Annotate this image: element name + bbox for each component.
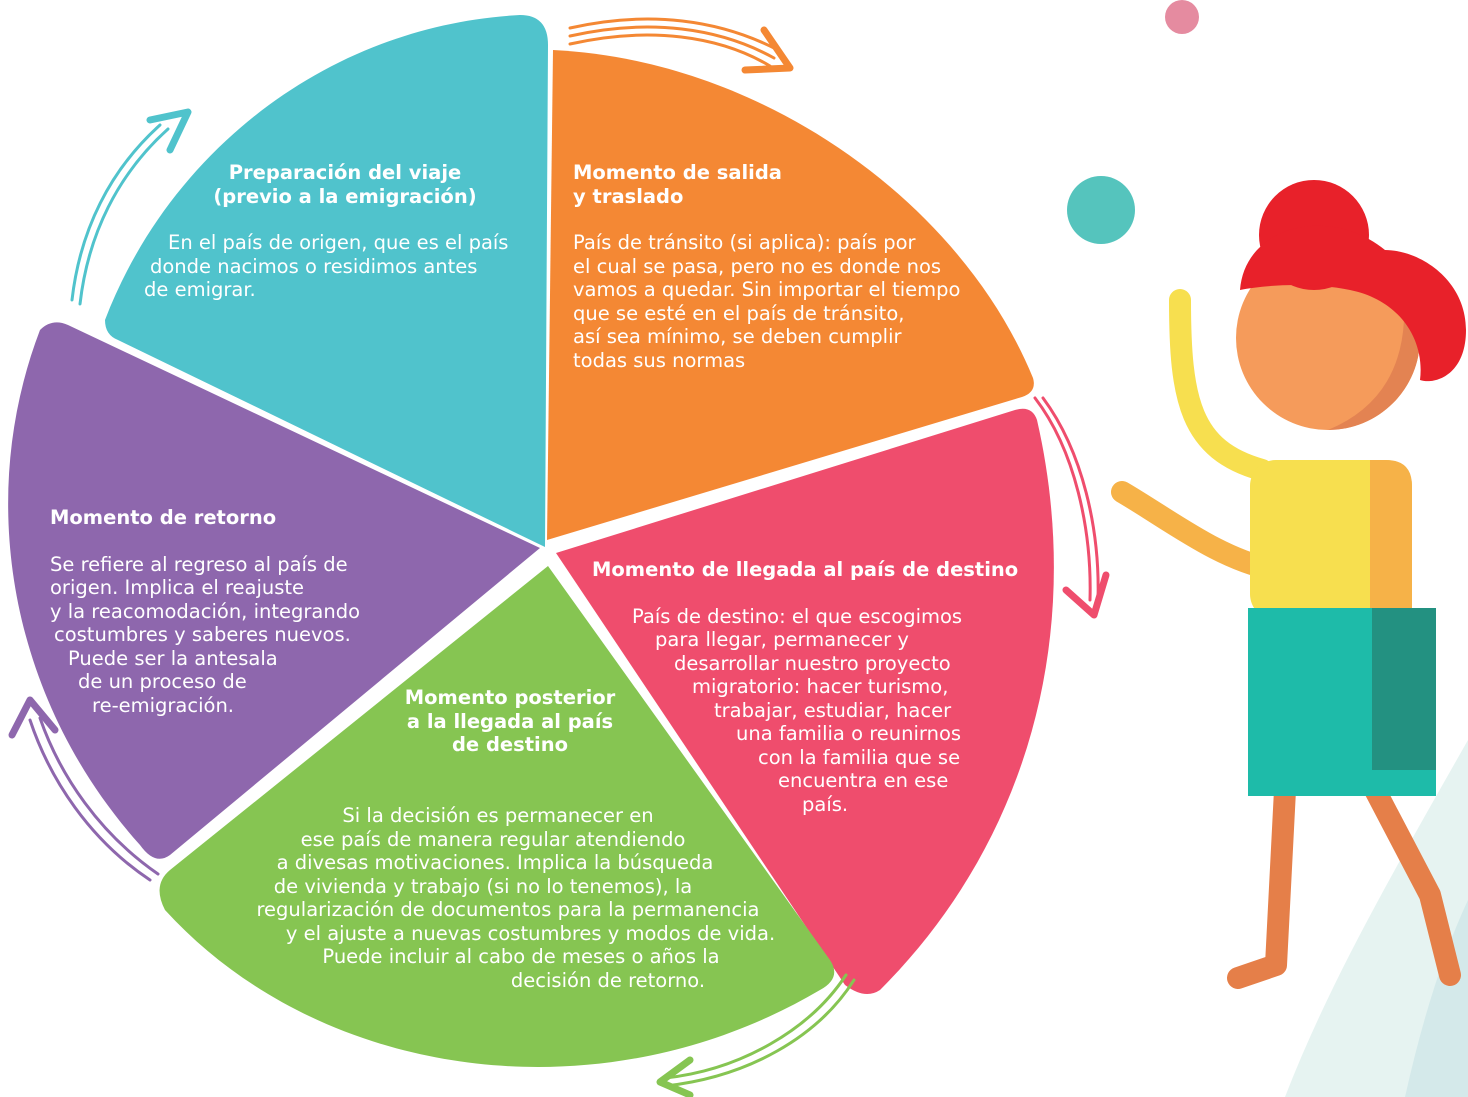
title-line: (previo a la emigración) — [213, 184, 477, 208]
body-line: País de destino: el que escogimos — [632, 604, 963, 628]
segment-return — [8, 322, 540, 859]
body-line: ese país de manera regular atendiendo — [300, 827, 686, 851]
body-line: Puede ser la antesala — [68, 646, 278, 670]
title-line: y traslado — [573, 184, 684, 208]
title-line: Momento de retorno — [50, 506, 277, 529]
right-leg — [1364, 779, 1461, 986]
body-line: regularización de documentos para la per… — [256, 898, 760, 921]
stage-preparation: Preparación del viaje (previo a la emigr… — [144, 161, 540, 302]
body-line: origen. Implica el reajuste — [50, 576, 305, 599]
arrow-preparation-icon — [70, 108, 192, 306]
body-line: re-emigración. — [92, 693, 235, 717]
body-line: Si la decisión es permanecer en — [342, 804, 654, 827]
body-line: migratorio: hacer turismo, — [692, 675, 949, 698]
stage-post-arrival-title: Momento posterior a la llegada al país d… — [390, 686, 630, 757]
body-line: de emigrar. — [144, 278, 256, 301]
body-line: Se refiere al regreso al país de — [50, 552, 348, 576]
stage-arrival: Momento de llegada al país de destino Pa… — [592, 558, 1037, 816]
stage-arrival-title: Momento de llegada al país de destino — [592, 558, 1037, 582]
title-line: de destino — [451, 733, 569, 756]
segment-arrival — [556, 408, 1054, 994]
body-line: todas sus normas — [573, 348, 746, 372]
body-line: Puede incluir al cabo de meses o años la — [322, 945, 720, 968]
stage-preparation-body: En el país de origen, que es el país don… — [144, 231, 540, 302]
body-line: vamos a quedar. Sin importar el tiempo — [573, 278, 961, 301]
segment-post-arrival — [159, 566, 835, 1067]
body-line: desarrollar nuestro proyecto — [674, 651, 951, 675]
body-line: costumbres y saberes nuevos. — [54, 623, 351, 646]
body-line: así sea mínimo, se deben cumplir — [573, 325, 902, 348]
stage-post-arrival-body: Si la decisión es permanecer en ese país… — [218, 804, 798, 992]
body-line: de vivienda y trabajo (si no lo tenemos)… — [273, 874, 693, 898]
arrow-return-icon — [8, 696, 160, 882]
body-line: que se esté en el país de tránsito, — [573, 301, 905, 325]
body-line: País de tránsito (si aplica): país por — [573, 231, 916, 254]
body-line: el cual se pasa, pero no es donde nos — [573, 254, 942, 278]
title-line: Preparación del viaje — [228, 161, 462, 184]
stage-return-title: Momento de retorno — [50, 506, 420, 530]
left-leg — [1227, 779, 1296, 989]
body-line: con la familia que se — [758, 745, 961, 769]
body-line: encuentra en ese — [778, 769, 949, 792]
body-line: de un proceso de — [78, 670, 247, 693]
segment-departure — [547, 50, 1034, 540]
stage-post-arrival: Momento posterior a la llegada al país d… — [390, 686, 630, 757]
segment-preparation — [105, 15, 548, 547]
body-line: En el país de origen, que es el país — [168, 231, 509, 254]
title-line: Momento de salida — [573, 161, 782, 184]
hair — [1240, 225, 1466, 382]
shirt-shade — [1370, 460, 1412, 610]
stage-return-body: Se refiere al regreso al país de origen.… — [50, 553, 420, 718]
skirt-shade — [1372, 608, 1436, 770]
body-line: país. — [802, 792, 849, 816]
background-swoosh — [1285, 740, 1468, 1097]
body-line: para llegar, permanecer y — [655, 628, 909, 651]
arrow-arrival-icon — [1033, 396, 1110, 619]
arrow-departure-icon — [568, 17, 794, 74]
decorative-teal-dot — [1067, 176, 1135, 244]
stage-departure-title: Momento de salida y traslado — [573, 161, 1013, 208]
body-line: a divesas motivaciones. Implica la búsqu… — [276, 851, 714, 874]
title-line: Momento de llegada al país de destino — [592, 558, 1019, 581]
raised-arm — [1169, 289, 1273, 481]
body-line: trabajar, estudiar, hacer — [714, 698, 952, 722]
stage-return: Momento de retorno Se refiere al regreso… — [50, 506, 420, 717]
stage-departure: Momento de salida y traslado País de trá… — [573, 161, 1013, 372]
stage-preparation-title: Preparación del viaje (previo a la emigr… — [150, 161, 540, 208]
body-line: donde nacimos o residimos antes — [150, 254, 478, 278]
title-line: a la llegada al país — [406, 709, 614, 733]
girl-illustration — [1111, 180, 1466, 989]
body-line: y el ajuste a nuevas costumbres y modos … — [285, 921, 776, 945]
stage-departure-body: País de tránsito (si aplica): país por e… — [573, 231, 1013, 372]
body-line: y la reacomodación, integrando — [50, 599, 361, 623]
arrow-post-arrival-icon — [656, 973, 856, 1097]
cycle-arrows — [8, 17, 1110, 1097]
decorative-pink-dot — [1165, 0, 1199, 34]
body-line: una familia o reunirnos — [736, 722, 962, 745]
stage-arrival-body: País de destino: el que escogimos para l… — [592, 605, 1037, 817]
body-line: decisión de retorno. — [510, 968, 706, 992]
title-line: Momento posterior — [404, 686, 616, 709]
